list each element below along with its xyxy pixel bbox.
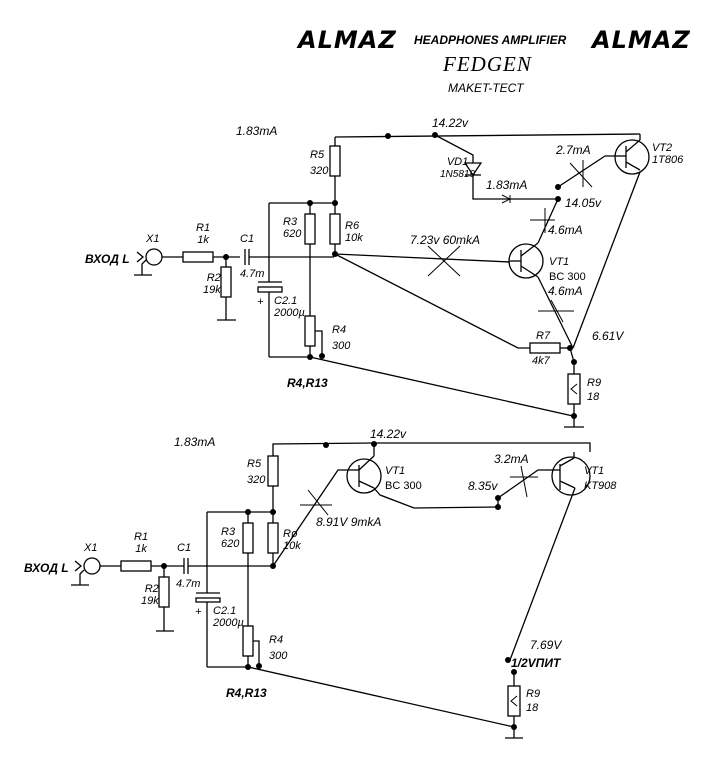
resistor-r4 bbox=[304, 315, 316, 347]
base-reading-bottom: 8.91V 9mkA bbox=[316, 515, 382, 529]
input-label: ВХОД L bbox=[85, 252, 130, 266]
resistor-r6-bottom bbox=[267, 522, 279, 554]
output-voltage-label: 6.61V bbox=[592, 329, 624, 343]
vt1-base-reading: 7.23v 60mkA bbox=[410, 233, 481, 247]
brand-left: ALMAZ bbox=[298, 26, 397, 54]
r7-value: 4k7 bbox=[532, 355, 550, 367]
jack-x1 bbox=[145, 248, 163, 266]
resistor-r3 bbox=[304, 213, 316, 245]
capacitor-c21-bottom bbox=[195, 597, 221, 603]
x1-label: X1 bbox=[146, 233, 160, 245]
transistor-vt2 bbox=[614, 139, 650, 175]
schematic-subtitle: MAKET-TECT bbox=[448, 81, 524, 95]
c21-polarity-bottom: + bbox=[195, 606, 202, 618]
r5-current-label-bottom: 1.83mA bbox=[174, 435, 216, 449]
node-voltage-label-bottom: 8.35v bbox=[468, 479, 498, 493]
vd1-current-label: 1.83mA bbox=[486, 178, 528, 192]
diode-vd1 bbox=[463, 162, 483, 177]
rail-voltage-label: 14.22v bbox=[432, 116, 469, 130]
resistor-r1 bbox=[182, 251, 214, 263]
resistor-r9-bottom bbox=[507, 685, 521, 717]
r5-current-label: 1.83mA bbox=[236, 124, 278, 138]
input-label-bottom: ВХОД L bbox=[24, 561, 69, 575]
resistor-r3-bottom bbox=[242, 522, 254, 554]
vt1-emitter-current: 4.6mA bbox=[548, 284, 583, 298]
resistor-r2 bbox=[220, 266, 232, 298]
resistor-r2-bottom bbox=[158, 576, 170, 608]
resistor-r5 bbox=[329, 145, 341, 177]
capacitor-c21 bbox=[257, 286, 283, 293]
jack-x1-bottom bbox=[83, 557, 101, 575]
schematic-title: HEADPHONES AMPLIFIER bbox=[414, 33, 567, 47]
bottom-circuit-wires bbox=[71, 441, 591, 739]
c21-polarity: + bbox=[257, 296, 264, 308]
c1-name: C1 bbox=[240, 233, 255, 245]
vt2-base-current: 2.7mA bbox=[556, 143, 591, 157]
r7-name: R7 bbox=[536, 330, 551, 342]
resistor-r1-bottom bbox=[120, 560, 152, 572]
resistor-r7 bbox=[529, 342, 561, 354]
half-supply-label: 1/2VПИТ bbox=[511, 656, 561, 670]
trim-label: R4,R13 bbox=[287, 376, 328, 390]
vt1b-base-current: 3.2mA bbox=[494, 452, 529, 466]
top-circuit-wires bbox=[134, 132, 650, 428]
input-arrow bbox=[136, 251, 145, 263]
author-name: FEDGEN bbox=[443, 52, 532, 76]
output-voltage-label-bottom: 7.69V bbox=[530, 638, 562, 652]
x1-label-bottom: X1 bbox=[84, 542, 98, 554]
c1-name-bottom: C1 bbox=[177, 542, 192, 554]
brand-right: ALMAZ bbox=[592, 26, 691, 54]
vt1-collector-current: 4.6mA bbox=[548, 223, 583, 237]
rail-voltage-label-bottom: 14.22v bbox=[370, 427, 407, 441]
trim-label-bottom: R4,R13 bbox=[226, 686, 267, 700]
resistor-r5-bottom bbox=[267, 455, 279, 487]
transistor-vt1b-bottom bbox=[551, 456, 591, 496]
node-voltage-label: 14.05v bbox=[565, 196, 602, 210]
resistor-r6 bbox=[329, 213, 341, 245]
transistor-vt1a-bottom bbox=[346, 458, 382, 494]
c1-value-bottom: 4.7m bbox=[176, 578, 201, 590]
resistor-r4-bottom bbox=[242, 625, 254, 657]
resistor-r9-top bbox=[567, 373, 581, 405]
c1-value: 4.7m bbox=[240, 268, 265, 280]
transistor-vt1-top bbox=[508, 243, 544, 279]
